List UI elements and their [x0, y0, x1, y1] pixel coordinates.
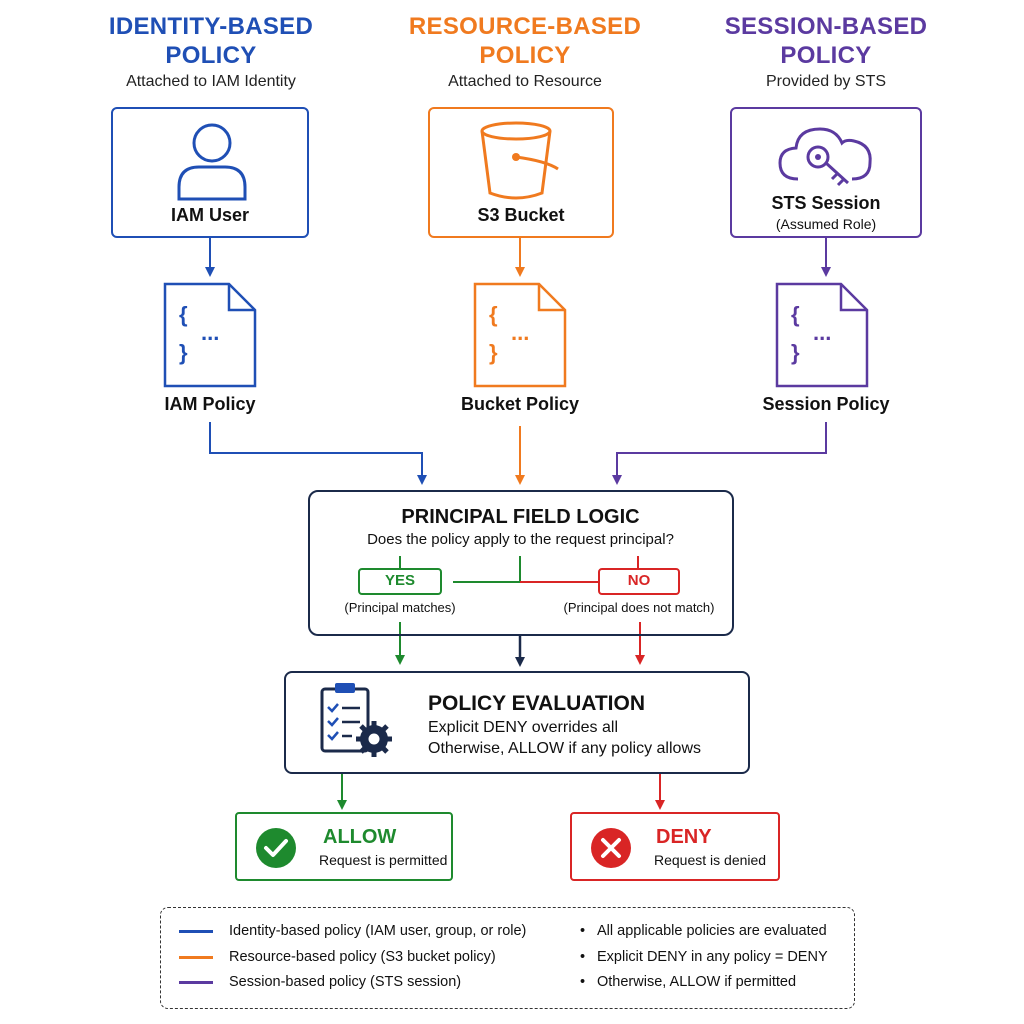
doc-brace-open: { [489, 302, 498, 327]
doc-brace-close: } [791, 340, 800, 365]
resource-subtitle: Attached to Resource [448, 73, 602, 90]
legend-bullet: • [580, 949, 586, 965]
doc-brace-open: { [791, 302, 800, 327]
evaluation-title: POLICY EVALUATION [428, 692, 646, 715]
allow-box: ALLOW Request is permitted [235, 812, 453, 881]
document-icon [775, 282, 869, 388]
iam-user-label: IAM User [170, 205, 250, 225]
principal-title: PRINCIPAL FIELD LOGIC [401, 506, 640, 528]
legend-bullet: • [580, 974, 586, 990]
legend-item-identity: Identity-based policy (IAM user, group, … [229, 923, 527, 939]
session-title: SESSION-BASED POLICY [724, 13, 928, 69]
sts-session-box: STS Session (Assumed Role) [730, 107, 922, 238]
doc-brace-close: } [179, 340, 188, 365]
session-policy-label: Session Policy [762, 394, 890, 414]
legend: Identity-based policy (IAM user, group, … [160, 907, 855, 1009]
s3-bucket-box: S3 Bucket [428, 107, 614, 238]
document-icon [163, 282, 257, 388]
legend-note-allow: Otherwise, ALLOW if permitted [597, 974, 797, 990]
no-pill: NO [598, 568, 680, 595]
check-circle-icon [256, 828, 296, 868]
legend-swatch-resource [179, 956, 213, 959]
doc-dots: ... [511, 320, 530, 345]
evaluation-line1: Explicit DENY overrides all [428, 719, 618, 736]
x-circle-icon [591, 828, 631, 868]
legend-item-session: Session-based policy (STS session) [229, 974, 462, 990]
legend-note-evaluated: All applicable policies are evaluated [597, 923, 827, 939]
bucket-policy-doc: { ... } [473, 282, 567, 388]
evaluation-line2: Otherwise, ALLOW if any policy allows [428, 740, 701, 757]
principal-logic-box: PRINCIPAL FIELD LOGIC Does the policy ap… [308, 490, 734, 636]
doc-dots: ... [813, 320, 832, 345]
bucket-policy-label: Bucket Policy [460, 394, 580, 414]
iam-user-box: IAM User [111, 107, 309, 238]
legend-note-deny: Explicit DENY in any policy = DENY [597, 949, 828, 965]
deny-title: DENY [656, 826, 712, 848]
bucket-icon [480, 121, 559, 200]
deny-subtitle: Request is denied [654, 852, 767, 868]
legend-swatch-identity [179, 930, 213, 933]
sts-session-label: STS Session [771, 193, 881, 213]
principal-question: Does the policy apply to the request pri… [367, 531, 674, 548]
doc-dots: ... [201, 320, 220, 345]
policy-evaluation-box: POLICY EVALUATION Explicit DENY override… [284, 671, 750, 774]
iam-policy-label: IAM Policy [164, 394, 256, 414]
deny-box: DENY Request is denied [570, 812, 780, 881]
document-icon [473, 282, 567, 388]
yes-pill: YES [358, 568, 442, 595]
resource-title: RESOURCE-BASED POLICY [408, 13, 642, 69]
allow-subtitle: Request is permitted [319, 852, 448, 868]
allow-title: ALLOW [323, 826, 397, 848]
doc-brace-close: } [489, 340, 498, 365]
legend-swatch-session [179, 981, 213, 984]
legend-bullet: • [580, 923, 586, 939]
cloud-key-icon [778, 127, 872, 187]
arrow-session-policy-to-principal [612, 422, 827, 485]
identity-subtitle: Attached to IAM Identity [126, 73, 296, 90]
no-note: (Principal does not match) [563, 600, 715, 615]
session-policy-doc: { ... } [775, 282, 869, 388]
yes-note: (Principal matches) [344, 600, 456, 615]
legend-item-resource: Resource-based policy (S3 bucket policy) [229, 949, 496, 965]
user-icon [177, 123, 247, 201]
arrow-iam-policy-to-principal [209, 422, 427, 485]
session-subtitle: Provided by STS [765, 73, 887, 90]
s3-bucket-label: S3 Bucket [477, 205, 565, 225]
iam-policy-doc: { ... } [163, 282, 257, 388]
doc-brace-open: { [179, 302, 188, 327]
clipboard-gear-icon [320, 683, 392, 757]
sts-session-sublabel: (Assumed Role) [775, 216, 877, 232]
identity-title: IDENTITY-BASED POLICY [108, 13, 314, 69]
